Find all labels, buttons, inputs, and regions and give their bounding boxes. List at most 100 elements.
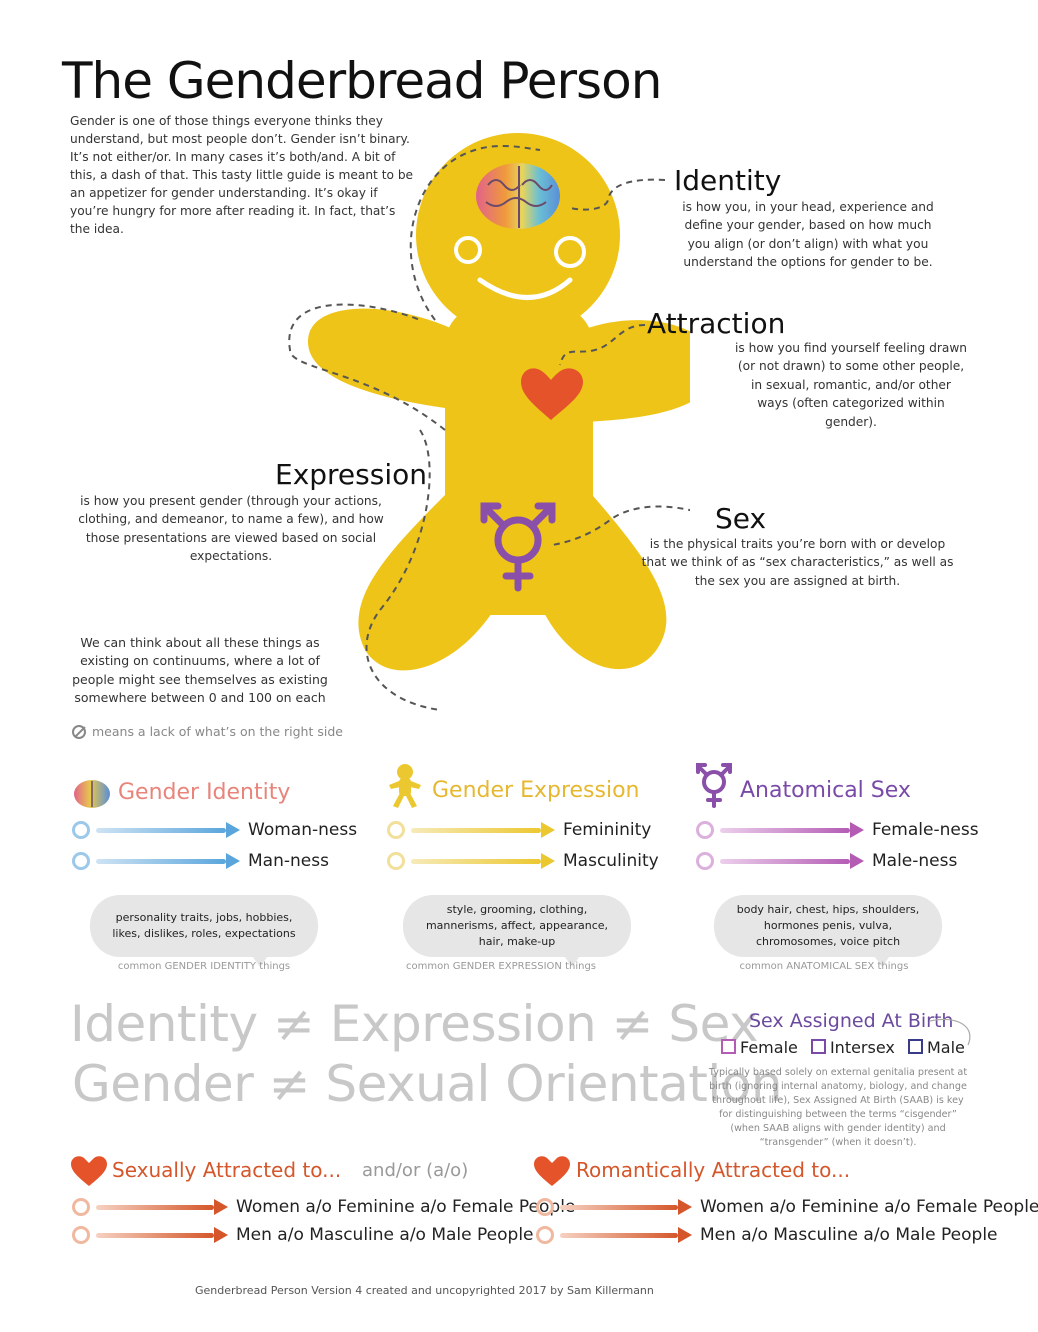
brain-icon (74, 780, 110, 808)
brain-icon (476, 163, 560, 229)
heart-icon (534, 1156, 570, 1186)
bubble-tail (250, 953, 270, 967)
null-icon (696, 852, 714, 870)
and-or-note: and/or (a/o) (362, 1160, 469, 1181)
sex-description: is the physical traits you’re born with … (641, 537, 954, 588)
arrow-head-icon (226, 853, 240, 869)
heart-icon (521, 368, 583, 420)
null-icon (387, 852, 405, 870)
sexual-women-spectrum: Women a/o Feminine a/o Female People (72, 1195, 575, 1219)
null-icon (696, 821, 714, 839)
gender-orientation-statement: Gender ≠ Sexual Orientation (72, 1055, 783, 1113)
spectrum-label: Femininity (563, 820, 652, 840)
romantic-men-spectrum: Men a/o Masculine a/o Male People (536, 1223, 998, 1247)
intro-paragraph: Gender is one of those things everyone t… (70, 114, 414, 236)
spectrum-label: Women a/o Feminine a/o Female People (236, 1197, 576, 1217)
saab-options: Female Intersex Male (721, 1038, 965, 1057)
man-ness-spectrum: Man-ness (72, 849, 329, 873)
male-ness-spectrum: Male-ness (696, 849, 957, 873)
spectrum-line (720, 827, 850, 833)
credit-line: Genderbread Person Version 4 created and… (195, 1284, 654, 1297)
null-icon (387, 821, 405, 839)
romantically-attracted-title: Romantically Attracted to... (576, 1158, 851, 1182)
checkbox-icon (721, 1039, 736, 1054)
arrow-head-icon (226, 822, 240, 838)
spectrum-line (96, 827, 226, 833)
gender-identity-title: Gender Identity (118, 780, 291, 805)
spectrum-line (96, 858, 226, 864)
sexually-attracted-title: Sexually Attracted to... (112, 1158, 342, 1182)
null-icon (72, 852, 90, 870)
saab-title: Sex Assigned At Birth (749, 1010, 954, 1032)
spectrum-label: Men a/o Masculine a/o Male People (236, 1225, 534, 1245)
identity-things-bubble: personality traits, jobs, hobbies, likes… (90, 895, 318, 957)
identity-things-caption: common GENDER IDENTITY things (117, 961, 291, 972)
arrow-head-icon (678, 1227, 692, 1243)
gingerbread-person-figure (288, 133, 690, 711)
checkbox-label: Male (926, 1038, 965, 1057)
null-legend-text: means a lack of what’s on the right side (92, 724, 343, 739)
arrow-head-icon (850, 853, 864, 869)
curved-arrow-icon (929, 1018, 971, 1046)
woman-ness-spectrum: Woman-ness (72, 818, 357, 842)
sex-things-bubble: body hair, chest, hips, shoulders, hormo… (714, 895, 942, 957)
arrow-head-icon (214, 1199, 228, 1215)
gender-expression-title: Gender Expression (432, 778, 640, 803)
expression-description: is how you present gender (through your … (78, 494, 384, 564)
expression-label: Expression (275, 458, 427, 491)
femininity-spectrum: Femininity (387, 818, 651, 842)
checkbox-label: Female (740, 1038, 798, 1057)
spectrum-line (560, 1204, 678, 1210)
spectrum-label: Masculinity (563, 851, 659, 871)
null-icon (536, 1198, 554, 1216)
spectrum-line (96, 1204, 214, 1210)
left-eye (454, 236, 482, 264)
null-icon (72, 821, 90, 839)
sex-label: Sex (715, 502, 767, 535)
spectrum-line (411, 858, 541, 864)
null-icon (72, 1198, 90, 1216)
right-eye (554, 236, 586, 268)
arrow-head-icon (541, 822, 555, 838)
intersex-checkbox[interactable]: Intersex (810, 1038, 895, 1057)
checkbox-label: Intersex (829, 1038, 895, 1057)
spectrum-label: Male-ness (872, 851, 958, 871)
sex-things-caption: common ANATOMICAL SEX things (739, 961, 909, 972)
anatomical-sex-title: Anatomical Sex (740, 778, 911, 803)
spectrum-line (720, 858, 850, 864)
checkbox-icon (907, 1039, 923, 1054)
heart-icon (71, 1156, 107, 1186)
null-icon (72, 724, 86, 739)
female-ness-spectrum: Female-ness (696, 818, 979, 842)
page-title: The Genderbread Person (62, 52, 662, 110)
gingerbread-icon (389, 764, 421, 808)
attraction-label: Attraction (647, 307, 786, 340)
sexual-men-spectrum: Men a/o Masculine a/o Male People (72, 1223, 534, 1247)
null-legend: means a lack of what’s on the right side (72, 724, 343, 739)
gingerbread-body (307, 133, 690, 671)
checkbox-icon (810, 1039, 826, 1054)
spectrum-label: Man-ness (248, 851, 329, 871)
saab-note: Typically based solely on external genit… (708, 1067, 968, 1148)
attraction-description: is how you find yourself feeling drawn (… (735, 341, 968, 429)
transgender-symbol-icon (696, 763, 732, 808)
arrow-head-icon (678, 1199, 692, 1215)
continuum-note: We can think about all these things as e… (72, 635, 328, 706)
null-icon (72, 1226, 90, 1244)
spectrum-label: Woman-ness (248, 820, 358, 840)
spectrum-label: Female-ness (872, 820, 979, 840)
masculinity-spectrum: Masculinity (387, 849, 659, 873)
null-icon (536, 1226, 554, 1244)
arrow-head-icon (541, 853, 555, 869)
expression-things-bubble: style, grooming, clothing, mannerisms, a… (403, 895, 631, 957)
identity-expression-sex-statement: Identity ≠ Expression ≠ Sex (70, 995, 759, 1053)
female-checkbox[interactable]: Female (721, 1038, 798, 1057)
identity-label: Identity (674, 164, 782, 197)
romantic-women-spectrum: Women a/o Feminine a/o Female People (536, 1195, 1038, 1219)
bubble-tail (872, 953, 892, 967)
male-checkbox[interactable]: Male (907, 1038, 965, 1057)
identity-description: is how you, in your head, experience and… (682, 200, 934, 270)
transgender-symbol-icon (480, 502, 556, 592)
expression-things-caption: common GENDER EXPRESSION things (406, 961, 596, 972)
spectrum-line (411, 827, 541, 833)
